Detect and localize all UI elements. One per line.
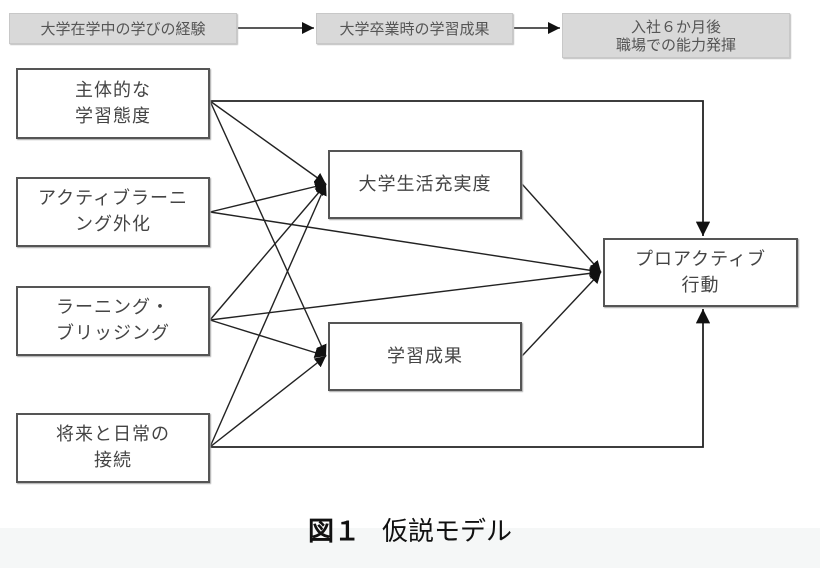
node-future-daily-connection: 将来と日常の 接続 (16, 413, 210, 483)
node-learning-outcome: 学習成果 (328, 322, 522, 391)
phase-box-workplace-performance: 入社６か月後 職場での能力発揮 (562, 13, 790, 58)
node-college-life-fulfillment: 大学生活充実度 (328, 150, 522, 219)
path-future-daily-to-proactive-behavior (210, 309, 711, 448)
node-proactive-behavior: プロアクティブ 行動 (603, 238, 798, 307)
path-active-learning-to-proactive-behavior (209, 211, 602, 276)
path-future-daily-to-learning-outcome (209, 355, 327, 448)
path-learning-outcome-to-proactive-behavior (521, 271, 602, 357)
phase-box-university-experience: 大学在学中の学びの経験 (9, 13, 237, 44)
path-future-daily-to-college-life (209, 183, 327, 448)
phase-box-graduation-outcome: 大学卒業時の学習成果 (316, 13, 513, 44)
path-learning-bridging-to-proactive-behavior (209, 267, 602, 321)
figure-caption: 図１ 仮説モデル (0, 512, 820, 552)
caption-background (0, 528, 820, 568)
path-college-life-to-proactive-behavior (521, 183, 602, 273)
path-proactive-attitude-to-proactive-behavior (210, 100, 711, 236)
path-active-learning-to-college-life (209, 181, 327, 213)
node-active-learning-externalization: アクティブラーニ ング外化 (16, 177, 210, 247)
node-proactive-learning-attitude: 主体的な 学習態度 (16, 68, 210, 139)
path-proactive-attitude-to-learning-outcome (209, 100, 327, 357)
path-proactive-attitude-to-college-life (209, 100, 327, 185)
path-learning-bridging-to-college-life (209, 183, 327, 321)
node-learning-bridging: ラーニング・ ブリッジング (16, 286, 210, 356)
figure-number: 図１ (307, 517, 360, 547)
path-learning-bridging-to-learning-outcome (209, 319, 327, 359)
figure-title: 仮説モデル (382, 517, 513, 547)
